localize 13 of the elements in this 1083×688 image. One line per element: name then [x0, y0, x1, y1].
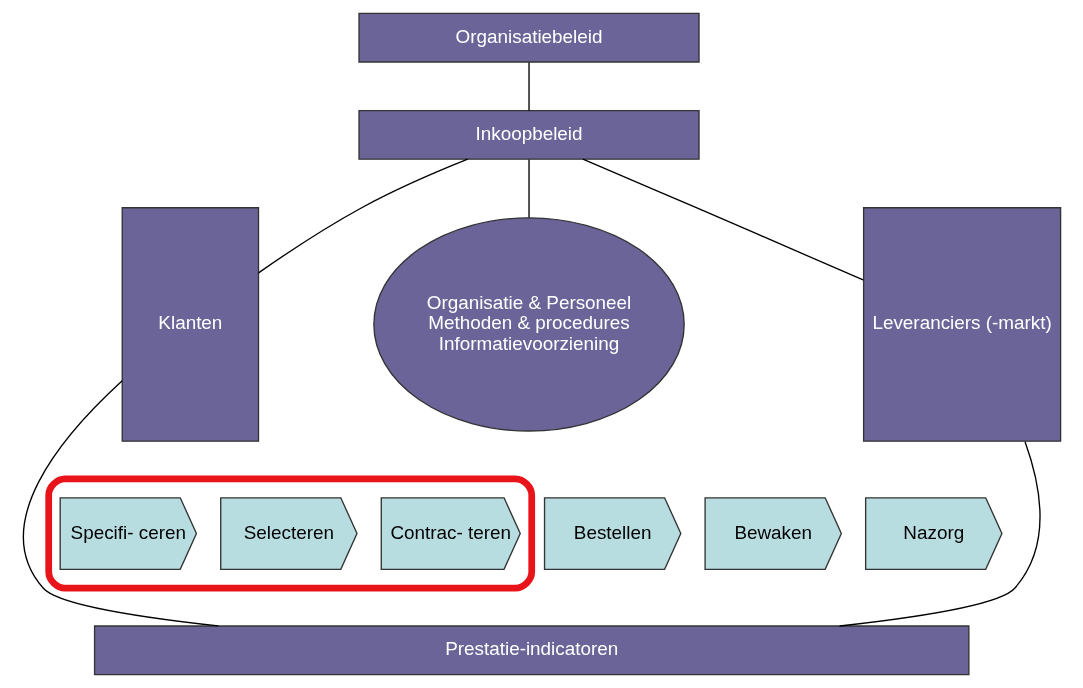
node-box: Klanten — [121, 207, 259, 442]
node-ellipse: Organisatie & Personeel Methoden & procedures Informatievoorziening — [372, 217, 685, 432]
connector — [527, 61, 530, 112]
node-box: Leveranciers (-markt) — [862, 207, 1061, 442]
node-box: Organisatiebeleid — [357, 12, 700, 63]
node-box: Prestatie-indicatoren — [93, 625, 970, 676]
connector — [257, 158, 468, 274]
connector — [581, 158, 864, 281]
connector — [22, 380, 219, 627]
cluster — [44, 475, 535, 592]
connector — [527, 158, 530, 219]
connector — [838, 441, 1040, 627]
node-box: Inkoopbeleid — [357, 109, 700, 160]
